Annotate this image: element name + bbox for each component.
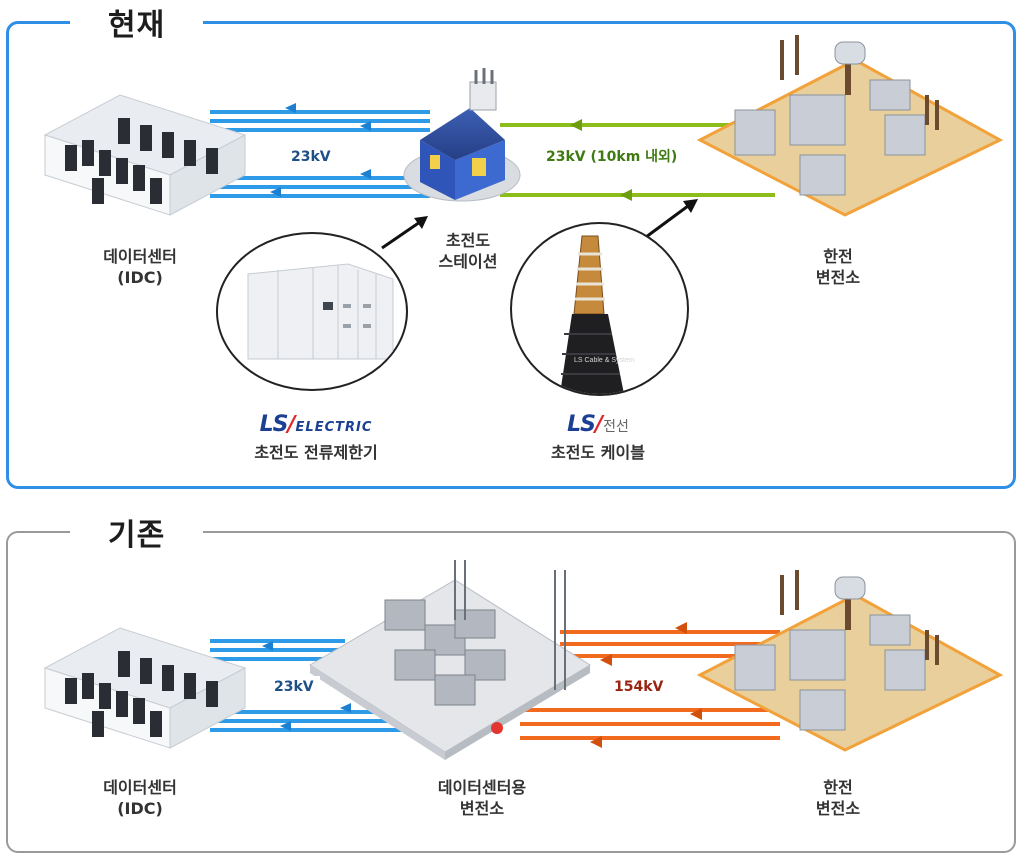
station-label: 초전도 스테이션 [438, 231, 498, 271]
cable-inset: LS Cable & System [510, 222, 689, 396]
legacy-section-panel [6, 531, 1016, 853]
current-section-title: 현재 [70, 6, 204, 46]
cable-arrowhead [683, 199, 698, 213]
current-green-line-label: 23kV (10km 내외) [540, 146, 684, 168]
cable-label: 초전도 케이블 [551, 443, 645, 462]
current-kepco-label: 한전 변전소 [815, 247, 861, 287]
ls-cable-logo: LS∕전선 [567, 412, 629, 437]
limiter-label: 초전도 전류제한기 [254, 443, 378, 462]
cable-print-text: LS Cable & System [574, 357, 635, 364]
ls-electric-logo: LS∕ELECTRIC [259, 412, 373, 437]
datacenter-substation-illustration [309, 560, 591, 760]
limiter-arrow-line [381, 220, 421, 250]
legacy-idc-label: 데이터센터 (IDC) [103, 778, 177, 818]
current-section-panel [6, 21, 1016, 489]
current-blue-line-label: 23kV [285, 146, 337, 168]
legacy-idc-illustration [43, 627, 247, 749]
legacy-orange-line-label: 154kV [608, 676, 670, 698]
cable-arrow-line [645, 204, 689, 239]
current-blue-lines [210, 103, 430, 198]
legacy-blue-line-label: 23kV [268, 676, 320, 698]
current-limiter-illustration [247, 263, 394, 360]
limiter-arrowhead [414, 216, 428, 229]
cable-illustration: LS Cable & System [560, 235, 635, 394]
current-idc-label: 데이터센터 (IDC) [103, 247, 177, 287]
datacenter-substation-label: 데이터센터용 변전소 [437, 778, 527, 818]
legacy-kepco-label: 한전 변전소 [815, 778, 861, 818]
current-kepco-illustration [696, 35, 1004, 217]
current-limiter-inset [216, 232, 408, 391]
current-idc-illustration [43, 94, 247, 216]
legacy-section-title: 기존 [70, 516, 204, 556]
legacy-kepco-illustration [696, 570, 1004, 752]
superconducting-station-illustration [403, 68, 521, 202]
